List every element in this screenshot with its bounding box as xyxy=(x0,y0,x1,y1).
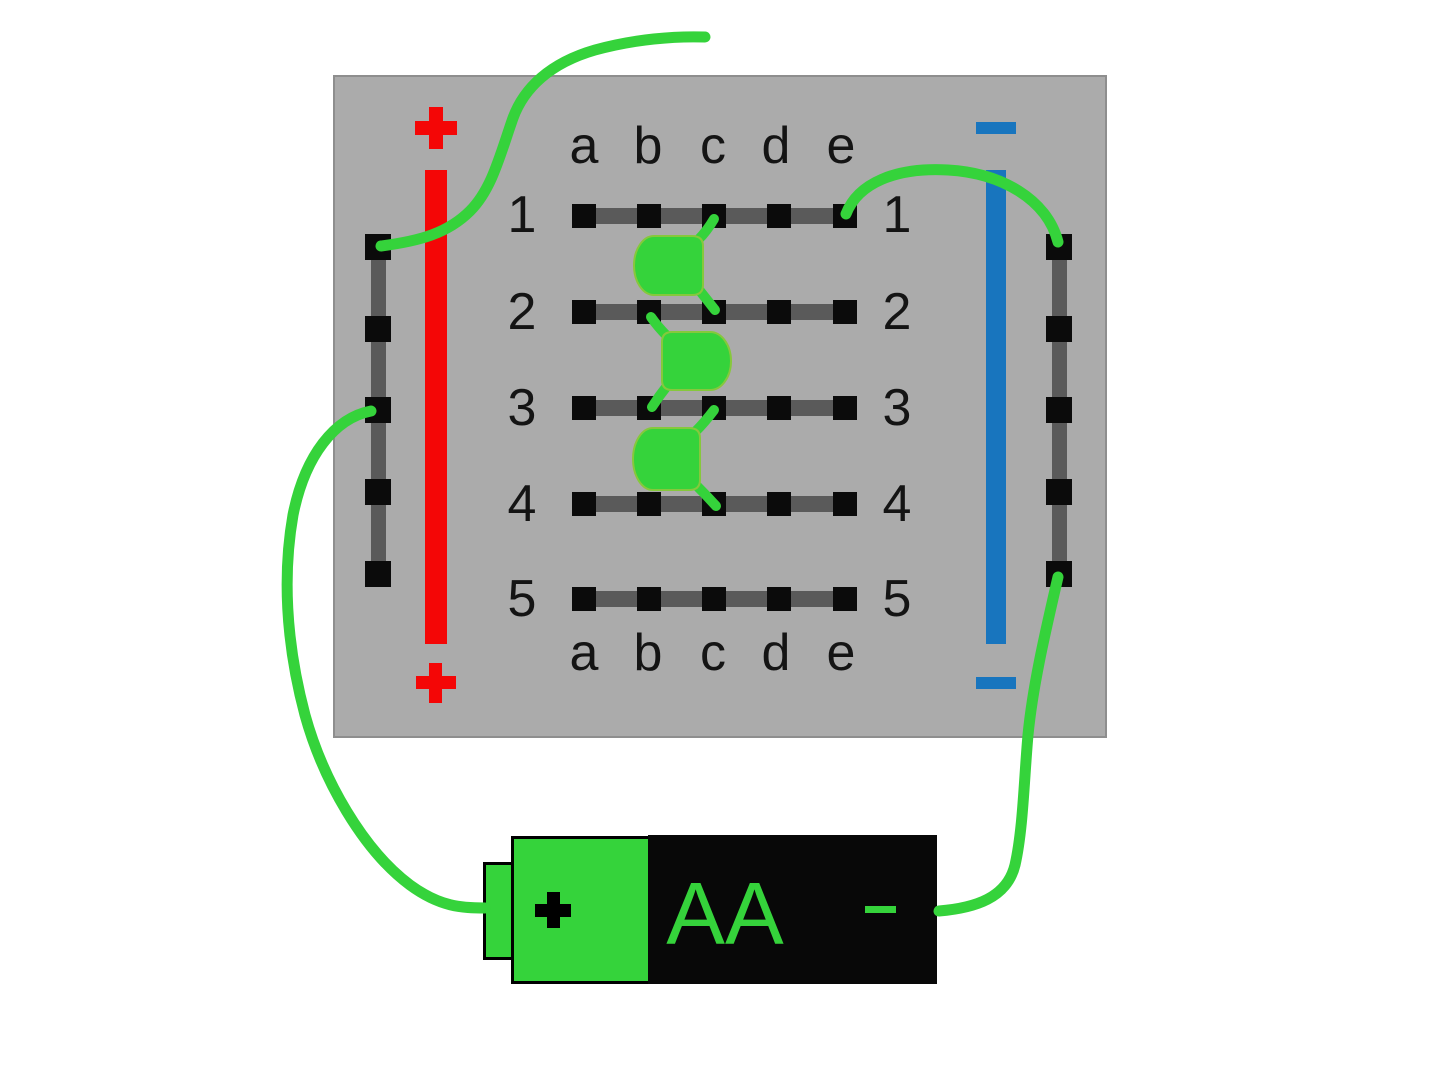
column-label-c-bottom: c xyxy=(700,624,726,682)
minus-icon xyxy=(865,906,896,913)
left-rail-hole-5 xyxy=(365,561,391,587)
hole-a1 xyxy=(572,204,596,228)
plus-icon xyxy=(535,892,571,928)
plus-icon xyxy=(416,663,456,703)
hole-e3 xyxy=(833,396,857,420)
column-label-b-bottom: b xyxy=(633,624,663,682)
row-label-3-left: 3 xyxy=(507,379,537,437)
hole-b2 xyxy=(637,300,661,324)
column-label-b-top: b xyxy=(633,117,663,175)
hole-b3 xyxy=(637,396,661,420)
hole-c4 xyxy=(702,492,726,516)
hole-d3 xyxy=(767,396,791,420)
hole-d1 xyxy=(767,204,791,228)
row-label-2-right: 2 xyxy=(882,283,912,341)
minus-icon xyxy=(976,122,1016,134)
row-label-5-left: 5 xyxy=(507,570,537,628)
column-label-e-top: e xyxy=(826,117,856,175)
column-label-a-top: a xyxy=(569,117,599,175)
left-rail-hole-2 xyxy=(365,316,391,342)
battery-size-label: AA xyxy=(666,864,784,963)
hole-e5 xyxy=(833,587,857,611)
hole-d4 xyxy=(767,492,791,516)
hole-c5 xyxy=(702,587,726,611)
row-label-1-right: 1 xyxy=(882,186,912,244)
battery-positive-end xyxy=(511,836,651,984)
hole-b1 xyxy=(637,204,661,228)
row-label-1-left: 1 xyxy=(507,186,537,244)
hole-e4 xyxy=(833,492,857,516)
minus-icon xyxy=(976,677,1016,689)
right-rail-hole-2 xyxy=(1046,316,1072,342)
hole-e2 xyxy=(833,300,857,324)
hole-d5 xyxy=(767,587,791,611)
column-label-e-bottom: e xyxy=(826,624,856,682)
plus-icon xyxy=(415,107,457,149)
positive-rail-bar xyxy=(425,170,447,644)
hole-e1 xyxy=(833,204,857,228)
right-rail-hole-4 xyxy=(1046,479,1072,505)
negative-rail-bar xyxy=(986,170,1006,644)
hole-c3 xyxy=(702,396,726,420)
hole-b5 xyxy=(637,587,661,611)
right-rail-hole-3 xyxy=(1046,397,1072,423)
right-rail-hole-1 xyxy=(1046,234,1072,260)
hole-c2 xyxy=(702,300,726,324)
column-label-d-top: d xyxy=(761,117,791,175)
row-label-4-left: 4 xyxy=(507,475,537,533)
hole-c1 xyxy=(702,204,726,228)
row-label-4-right: 4 xyxy=(882,475,912,533)
column-label-c-top: c xyxy=(700,117,726,175)
column-label-a-bottom: a xyxy=(569,624,599,682)
right-rail-hole-5 xyxy=(1046,561,1072,587)
hole-d2 xyxy=(767,300,791,324)
left-rail-hole-4 xyxy=(365,479,391,505)
left-rail-hole-1 xyxy=(365,234,391,260)
column-label-d-bottom: d xyxy=(761,624,791,682)
hole-b4 xyxy=(637,492,661,516)
hole-a4 xyxy=(572,492,596,516)
row-label-5-right: 5 xyxy=(882,570,912,628)
row-label-3-right: 3 xyxy=(882,379,912,437)
left-rail-hole-3 xyxy=(365,397,391,423)
row-label-2-left: 2 xyxy=(507,283,537,341)
hole-a3 xyxy=(572,396,596,420)
hole-a5 xyxy=(572,587,596,611)
hole-a2 xyxy=(572,300,596,324)
